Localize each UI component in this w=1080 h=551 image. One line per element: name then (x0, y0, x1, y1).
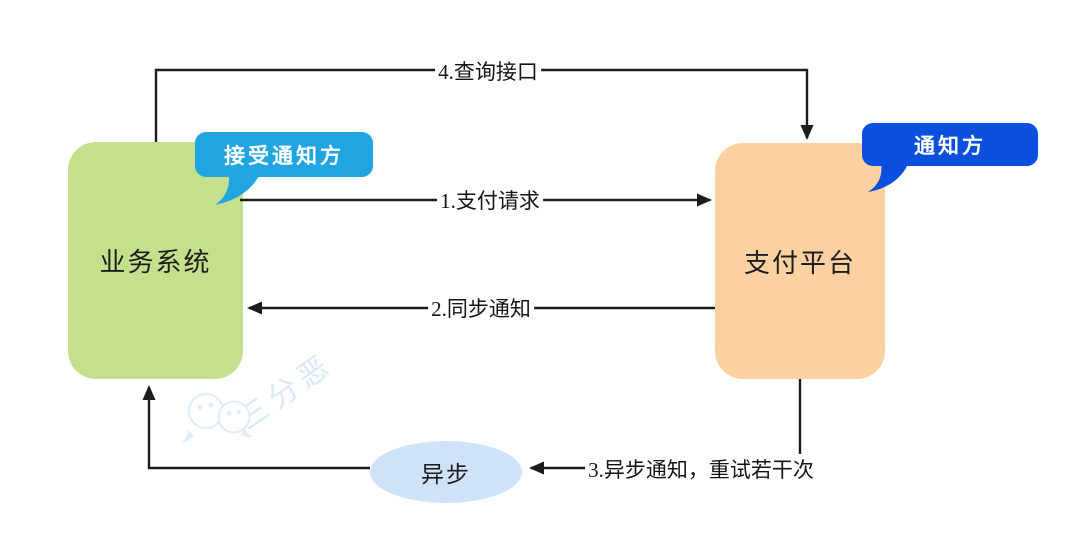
business-system-label: 业务系统 (99, 248, 212, 277)
edge-label-sync-notify: 2.同步通知 (428, 293, 534, 323)
notifier-callout-label: 通知方 (914, 133, 986, 158)
async-label: 异步 (421, 462, 471, 487)
edge-label-query-api: 4.查询接口 (435, 56, 541, 86)
payment-platform-node: 支付平台 (715, 143, 885, 379)
payment-platform-label: 支付平台 (743, 248, 856, 278)
watermark-text: 三分恶 (232, 347, 340, 437)
business-system-node: 业务系统 (68, 142, 243, 379)
notifier-callout: 通知方 (862, 123, 1038, 166)
async-ellipse-node: 异步 (370, 441, 522, 503)
receiver-callout-label: 接受通知方 (224, 143, 344, 168)
receiver-callout: 接受通知方 (195, 132, 373, 177)
edge-label-payment-request: 1.支付请求 (437, 185, 543, 215)
edge-label-async-notify: 3.异步通知，重试若干次 (585, 454, 817, 484)
